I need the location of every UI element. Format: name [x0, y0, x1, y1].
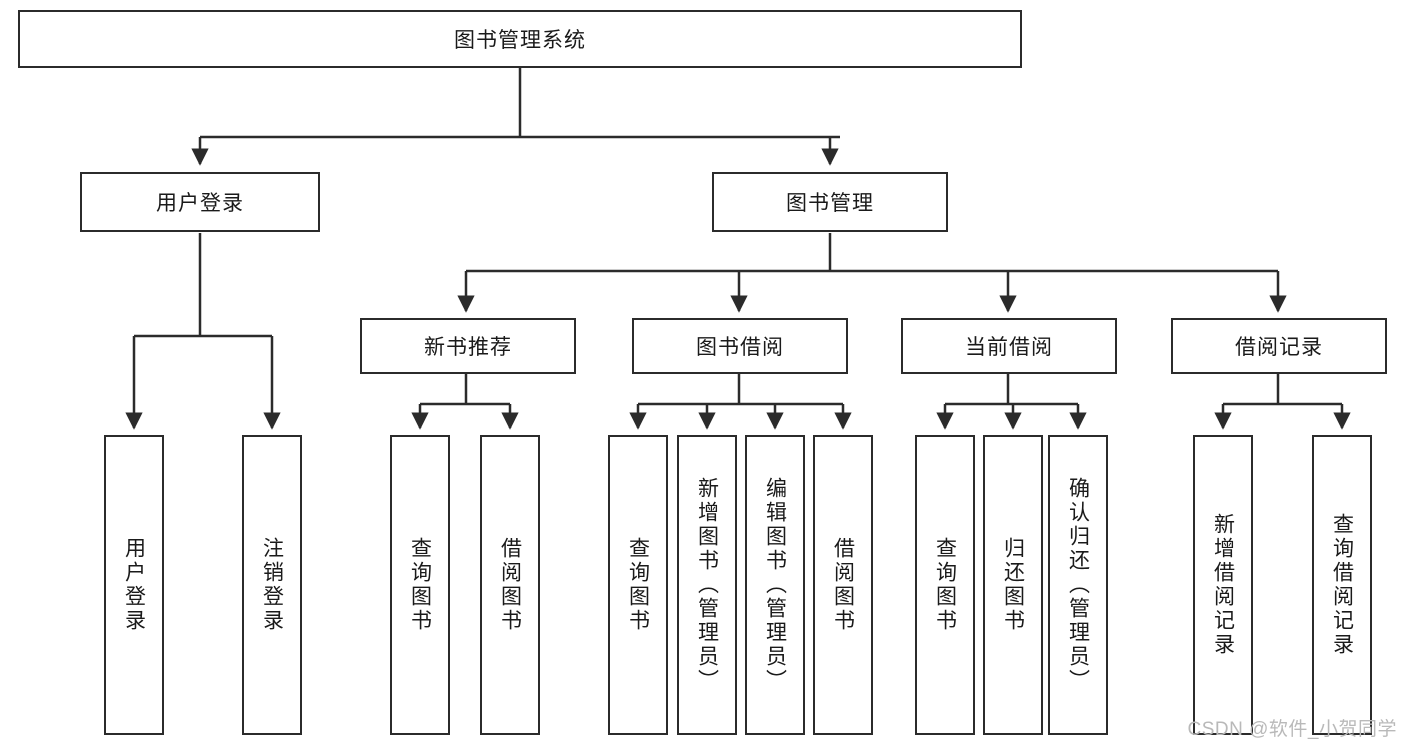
node-new-book-recommend[interactable]: 新书推荐	[360, 318, 576, 374]
leaf-user-login-login[interactable]: 用户登录	[104, 435, 164, 735]
node-label: 借阅图书	[831, 537, 855, 633]
node-label: 借阅记录	[1235, 336, 1323, 359]
node-label: 编辑图书（管理员）	[763, 477, 787, 693]
leaf-borrow-record-add[interactable]: 新增借阅记录	[1193, 435, 1253, 735]
leaf-book-borrow-edit[interactable]: 编辑图书（管理员）	[745, 435, 805, 735]
node-label: 图书管理系统	[454, 29, 586, 52]
node-book-management[interactable]: 图书管理	[712, 172, 948, 232]
node-label: 用户登录	[156, 192, 244, 215]
node-label: 确认归还（管理员）	[1066, 477, 1090, 693]
node-label: 图书管理	[786, 192, 874, 215]
leaf-current-borrow-query[interactable]: 查询图书	[915, 435, 975, 735]
node-label: 新增图书（管理员）	[695, 477, 719, 693]
watermark-text: CSDN @软件_小贺同学	[1187, 719, 1397, 740]
leaf-book-borrow-borrow[interactable]: 借阅图书	[813, 435, 873, 735]
node-label: 用户登录	[122, 537, 146, 633]
node-label: 图书借阅	[696, 336, 784, 359]
node-label: 归还图书	[1001, 537, 1025, 633]
leaf-borrow-record-query[interactable]: 查询借阅记录	[1312, 435, 1372, 735]
node-root-book-management-system[interactable]: 图书管理系统	[18, 10, 1022, 68]
node-borrow-record[interactable]: 借阅记录	[1171, 318, 1387, 374]
leaf-new-book-query[interactable]: 查询图书	[390, 435, 450, 735]
node-book-borrow[interactable]: 图书借阅	[632, 318, 848, 374]
node-current-borrow[interactable]: 当前借阅	[901, 318, 1117, 374]
leaf-current-borrow-return[interactable]: 归还图书	[983, 435, 1043, 735]
leaf-book-borrow-add[interactable]: 新增图书（管理员）	[677, 435, 737, 735]
node-label: 查询图书	[408, 537, 432, 633]
node-label: 注销登录	[260, 537, 284, 633]
node-label: 查询借阅记录	[1330, 513, 1354, 657]
node-label: 新增借阅记录	[1211, 513, 1235, 657]
node-label: 当前借阅	[965, 336, 1053, 359]
leaf-user-login-logout[interactable]: 注销登录	[242, 435, 302, 735]
leaf-book-borrow-query[interactable]: 查询图书	[608, 435, 668, 735]
node-label: 查询图书	[626, 537, 650, 633]
node-user-login[interactable]: 用户登录	[80, 172, 320, 232]
leaf-new-book-borrow[interactable]: 借阅图书	[480, 435, 540, 735]
node-label: 新书推荐	[424, 336, 512, 359]
node-label: 借阅图书	[498, 537, 522, 633]
leaf-current-borrow-confirm-return[interactable]: 确认归还（管理员）	[1048, 435, 1108, 735]
node-label: 查询图书	[933, 537, 957, 633]
